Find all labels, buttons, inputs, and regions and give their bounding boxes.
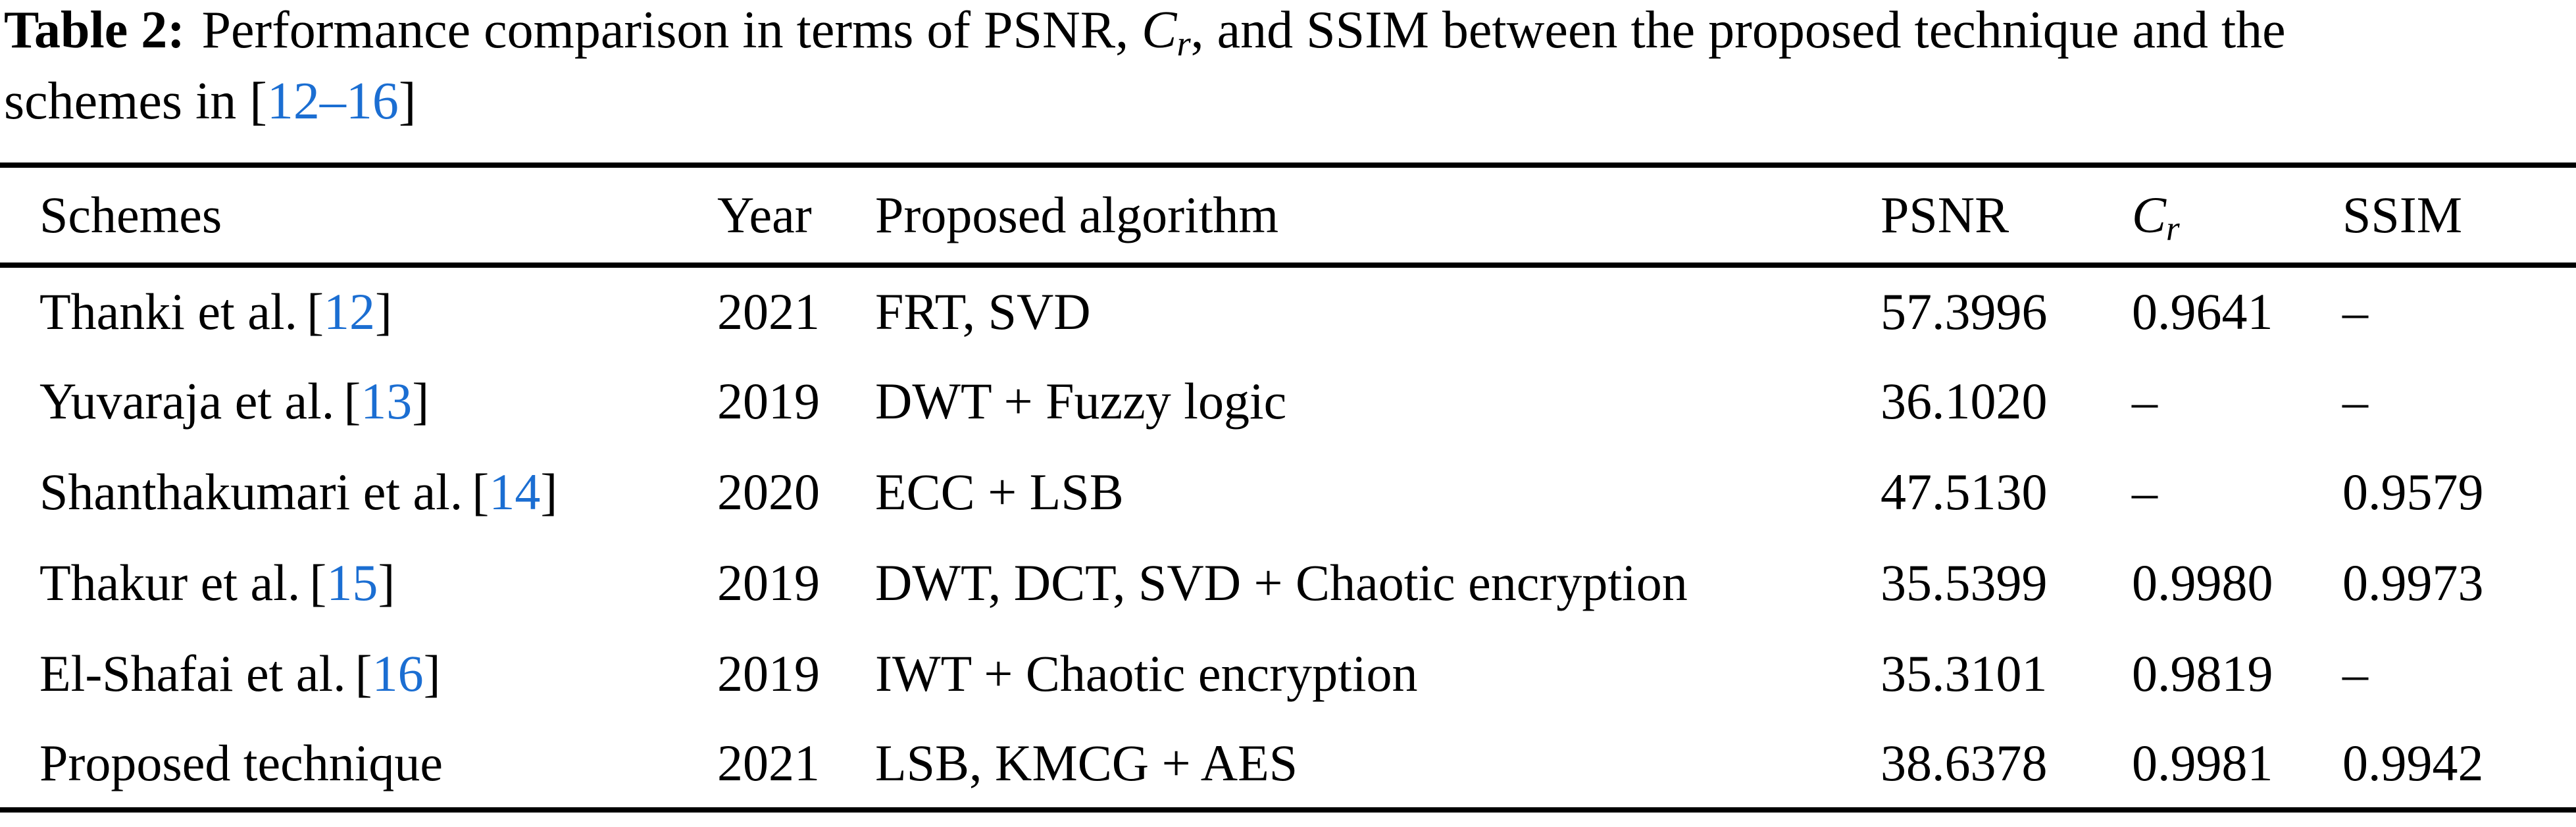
citation-bracket-open: [ bbox=[355, 645, 372, 702]
header-cr-symbol: C bbox=[2132, 186, 2167, 243]
citation-bracket-close: ] bbox=[378, 554, 395, 611]
citation-bracket-open: [ bbox=[309, 554, 327, 611]
table-row: El-Shafai et al.[16] 2019 IWT + Chaotic … bbox=[0, 628, 2576, 719]
scheme-name: Thanki et al. bbox=[39, 283, 298, 340]
table-row: Shanthakumari et al.[14] 2020 ECC + LSB … bbox=[0, 447, 2576, 538]
caption-text-line2: schemes in bbox=[4, 72, 250, 130]
citation-link[interactable]: 16 bbox=[372, 645, 424, 702]
citation-link[interactable]: 13 bbox=[361, 372, 413, 430]
table-row: Yuvaraja et al.[13] 2019 DWT + Fuzzy log… bbox=[0, 356, 2576, 447]
scheme-cell: Shanthakumari et al.[14] bbox=[0, 447, 717, 538]
header-year: Year bbox=[717, 186, 812, 243]
cr-symbol: C bbox=[1142, 1, 1177, 59]
year-cell: 2021 bbox=[717, 283, 820, 340]
cr-cell: – bbox=[2132, 372, 2158, 430]
scheme-cell: Thakur et al.[15] bbox=[0, 538, 717, 628]
scheme-name: El-Shafai et al. bbox=[39, 645, 346, 702]
cr-cell: – bbox=[2132, 463, 2158, 520]
caption-label: Table 2: bbox=[4, 1, 185, 59]
table-header: Schemes Year Proposed algorithm PSNR Cr … bbox=[0, 165, 2576, 265]
citation: [15] bbox=[309, 554, 395, 611]
header-algorithm: Proposed algorithm bbox=[875, 186, 1279, 243]
citation-bracket-close: ] bbox=[412, 372, 430, 430]
comparison-table: Schemes Year Proposed algorithm PSNR Cr … bbox=[0, 163, 2576, 813]
psnr-cell: 38.6378 bbox=[1881, 734, 2048, 791]
algorithm-cell: DWT, DCT, SVD + Chaotic encryption bbox=[875, 554, 1688, 611]
scheme-name: Proposed technique bbox=[39, 734, 443, 791]
citation-bracket-close: ] bbox=[423, 645, 441, 702]
year-cell: 2019 bbox=[717, 645, 820, 702]
psnr-cell: 47.5130 bbox=[1881, 463, 2048, 520]
algorithm-cell: IWT + Chaotic encryption bbox=[875, 645, 1418, 702]
year-cell: 2021 bbox=[717, 734, 820, 791]
citation-bracket-close: ] bbox=[375, 283, 393, 340]
caption-bracket-close: ] bbox=[398, 72, 417, 130]
ssim-cell: 0.9973 bbox=[2342, 554, 2484, 611]
scheme-name: Thakur et al. bbox=[39, 554, 301, 611]
cr-cell: 0.9641 bbox=[2132, 283, 2273, 340]
ssim-cell: 0.9942 bbox=[2342, 734, 2484, 791]
year-cell: 2019 bbox=[717, 554, 820, 611]
psnr-cell: 57.3996 bbox=[1881, 283, 2048, 340]
header-cr: Cr bbox=[2132, 165, 2342, 265]
citation-bracket-open: [ bbox=[343, 372, 361, 430]
header-schemes: Schemes bbox=[39, 186, 222, 243]
cr-cell: 0.9819 bbox=[2132, 645, 2273, 702]
cr-subscript: r bbox=[1176, 23, 1191, 63]
header-cr-subscript: r bbox=[2166, 209, 2180, 248]
citation-link[interactable]: 14 bbox=[489, 463, 541, 520]
year-cell: 2019 bbox=[717, 372, 820, 430]
year-cell: 2020 bbox=[717, 463, 820, 520]
scheme-cell: Thanki et al.[12] bbox=[0, 265, 717, 356]
psnr-cell: 36.1020 bbox=[1881, 372, 2048, 430]
ssim-cell: 0.9579 bbox=[2342, 463, 2484, 520]
caption-citation-link[interactable]: 12–16 bbox=[266, 72, 399, 130]
caption-bracket-open: [ bbox=[249, 72, 267, 130]
scheme-name: Shanthakumari et al. bbox=[39, 463, 463, 520]
table-body: Thanki et al.[12] 2021 FRT, SVD 57.3996 … bbox=[0, 265, 2576, 810]
citation-link[interactable]: 15 bbox=[326, 554, 378, 611]
algorithm-cell: LSB, KMCG + AES bbox=[875, 734, 1298, 791]
ssim-cell: – bbox=[2342, 372, 2368, 430]
header-psnr: PSNR bbox=[1881, 186, 2009, 243]
ssim-cell: – bbox=[2342, 645, 2368, 702]
caption-text-part2: , and SSIM between the proposed techniqu… bbox=[1190, 1, 2286, 59]
header-ssim: SSIM bbox=[2342, 186, 2463, 243]
table-row: Proposed technique 2021 LSB, KMCG + AES … bbox=[0, 719, 2576, 810]
scheme-name: Yuvaraja et al. bbox=[39, 372, 335, 430]
header-row: Schemes Year Proposed algorithm PSNR Cr … bbox=[0, 165, 2576, 265]
psnr-cell: 35.3101 bbox=[1881, 645, 2048, 702]
algorithm-cell: DWT + Fuzzy logic bbox=[875, 372, 1287, 430]
citation-link[interactable]: 12 bbox=[324, 283, 376, 340]
cr-cell: 0.9980 bbox=[2132, 554, 2273, 611]
algorithm-cell: ECC + LSB bbox=[875, 463, 1124, 520]
caption-text-part1: Performance comparison in terms of PSNR, bbox=[201, 1, 1142, 59]
table-row: Thanki et al.[12] 2021 FRT, SVD 57.3996 … bbox=[0, 265, 2576, 356]
psnr-cell: 35.5399 bbox=[1881, 554, 2048, 611]
citation: [14] bbox=[472, 463, 557, 520]
scheme-cell: Proposed technique bbox=[0, 719, 717, 810]
citation-bracket-open: [ bbox=[472, 463, 490, 520]
table-caption: Table 2: Performance comparison in terms … bbox=[4, 0, 2573, 137]
table-row: Thakur et al.[15] 2019 DWT, DCT, SVD + C… bbox=[0, 538, 2576, 628]
citation-bracket-close: ] bbox=[540, 463, 558, 520]
scheme-cell: Yuvaraja et al.[13] bbox=[0, 356, 717, 447]
cr-cell: 0.9981 bbox=[2132, 734, 2273, 791]
citation-bracket-open: [ bbox=[307, 283, 324, 340]
scheme-cell: El-Shafai et al.[16] bbox=[0, 628, 717, 719]
citation: [12] bbox=[307, 283, 392, 340]
citation: [13] bbox=[343, 372, 429, 430]
algorithm-cell: FRT, SVD bbox=[875, 283, 1091, 340]
ssim-cell: – bbox=[2342, 283, 2368, 340]
citation: [16] bbox=[355, 645, 441, 702]
